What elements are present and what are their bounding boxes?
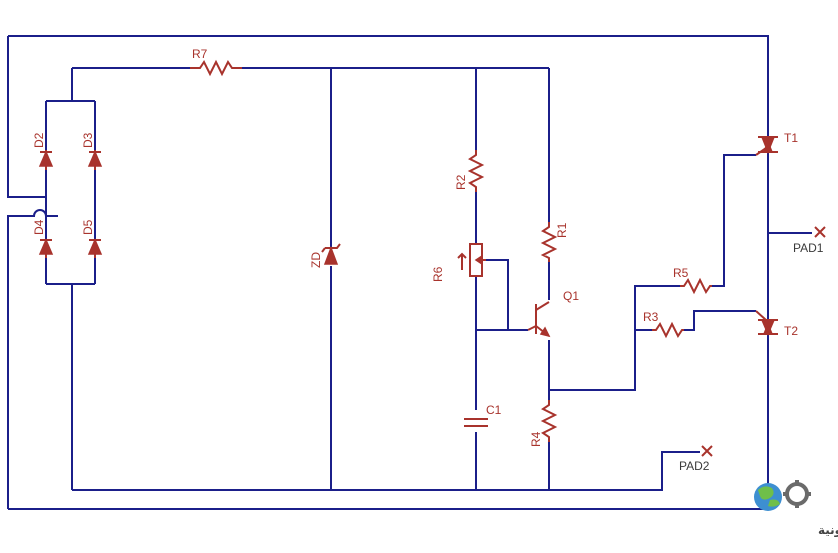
label-t2: T2	[784, 324, 798, 338]
capacitor-c1	[464, 418, 488, 427]
zener-diode-zd	[321, 243, 341, 265]
label-r7: R7	[192, 47, 208, 61]
pad1-marker	[814, 226, 826, 238]
wire-r5-gate	[549, 154, 756, 391]
resistor-r7	[190, 59, 242, 77]
diode-d3	[87, 150, 103, 170]
wire-left-upper	[7, 36, 46, 198]
label-zd: ZD	[309, 252, 323, 268]
label-r6: R6	[431, 266, 445, 282]
label-d4: D4	[32, 219, 46, 235]
label-r1: R1	[555, 222, 569, 238]
resistor-r2	[467, 150, 485, 192]
component-labels: R7 D2 D3 D4 D5 ZD R2 R6 R1 Q1 C1 R4 R5 R…	[32, 47, 824, 473]
label-q1: Q1	[563, 289, 579, 303]
label-d3: D3	[81, 132, 95, 148]
label-r4: R4	[529, 431, 543, 447]
wires	[7, 35, 812, 510]
wire-bottom-loop	[8, 334, 769, 510]
transistor-q1	[527, 301, 551, 338]
wire-r3-gate	[635, 310, 756, 331]
triac-t2	[755, 310, 778, 336]
gear-icon	[785, 482, 809, 506]
diode-d2	[38, 150, 54, 170]
site-logo: القرية الالكترونية	[754, 480, 838, 538]
resistor-r3	[652, 321, 684, 339]
label-pad2: PAD2	[679, 459, 710, 473]
label-r5: R5	[673, 266, 689, 280]
resistor-r5	[680, 277, 712, 295]
potentiometer-r6	[457, 243, 486, 277]
pad2-marker	[701, 445, 713, 457]
label-d5: D5	[81, 219, 95, 235]
resistor-r4	[540, 400, 558, 442]
diode-d5	[87, 238, 103, 258]
logo-text: القرية الالكترونية	[818, 523, 838, 538]
wire-bottom-rail	[72, 451, 700, 491]
wire-wiper	[486, 259, 509, 330]
resistor-r1	[540, 222, 558, 262]
label-c1: C1	[486, 403, 502, 417]
label-r2: R2	[454, 174, 468, 190]
label-t1: T1	[784, 131, 798, 145]
label-d2: D2	[32, 132, 46, 148]
label-r3: R3	[643, 310, 659, 324]
diode-d4	[38, 238, 54, 258]
triac-t1	[755, 136, 778, 156]
wire-left-lower	[7, 209, 58, 509]
label-pad1: PAD1	[793, 241, 824, 255]
wire-top-loop	[8, 35, 769, 137]
